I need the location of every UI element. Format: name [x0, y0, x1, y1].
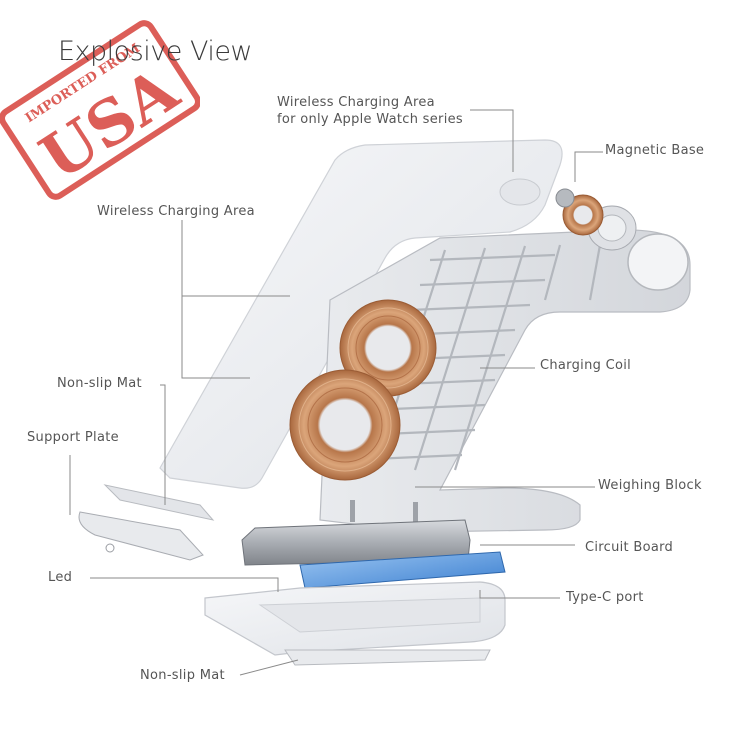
label-wireless-area: Wireless Charging Area	[97, 204, 255, 219]
label-circuit-board: Circuit Board	[585, 540, 674, 555]
magnetic-base-socket	[627, 233, 689, 291]
charging-coils	[289, 299, 437, 481]
screws	[350, 500, 418, 524]
bottom-base-inner	[258, 597, 481, 633]
label-charging-coil: Charging Coil	[540, 358, 632, 373]
label-wireless-watch-line2: for only Apple Watch series	[277, 112, 463, 127]
imported-from-usa-stamp: IMPORTED FROM USA	[0, 20, 200, 200]
weighing-block	[241, 519, 471, 566]
magnetic-base-parts	[555, 188, 637, 251]
nonslip-mat-top-part	[103, 484, 215, 521]
watch-charging-pad	[499, 178, 541, 206]
led-part	[105, 543, 115, 553]
front-shell	[159, 139, 563, 489]
label-wireless-watch-line1: Wireless Charging Area	[277, 95, 435, 110]
leader-lines	[69, 109, 603, 676]
label-weighing-block: Weighing Block	[598, 478, 702, 493]
label-support-plate: Support Plate	[27, 430, 119, 445]
label-led: Led	[48, 570, 73, 585]
label-nonslip-mat-bottom: Non-slip Mat	[140, 668, 225, 683]
nonslip-mat-bottom-part	[284, 649, 491, 666]
circuit-board	[299, 551, 506, 589]
label-magnetic-base: Magnetic Base	[605, 143, 705, 158]
label-nonslip-mat-top: Non-slip Mat	[57, 376, 142, 391]
diagram-title: Explosive View	[58, 36, 253, 67]
label-type-c-port: Type-C port	[566, 590, 644, 605]
support-plate-part	[78, 511, 204, 561]
